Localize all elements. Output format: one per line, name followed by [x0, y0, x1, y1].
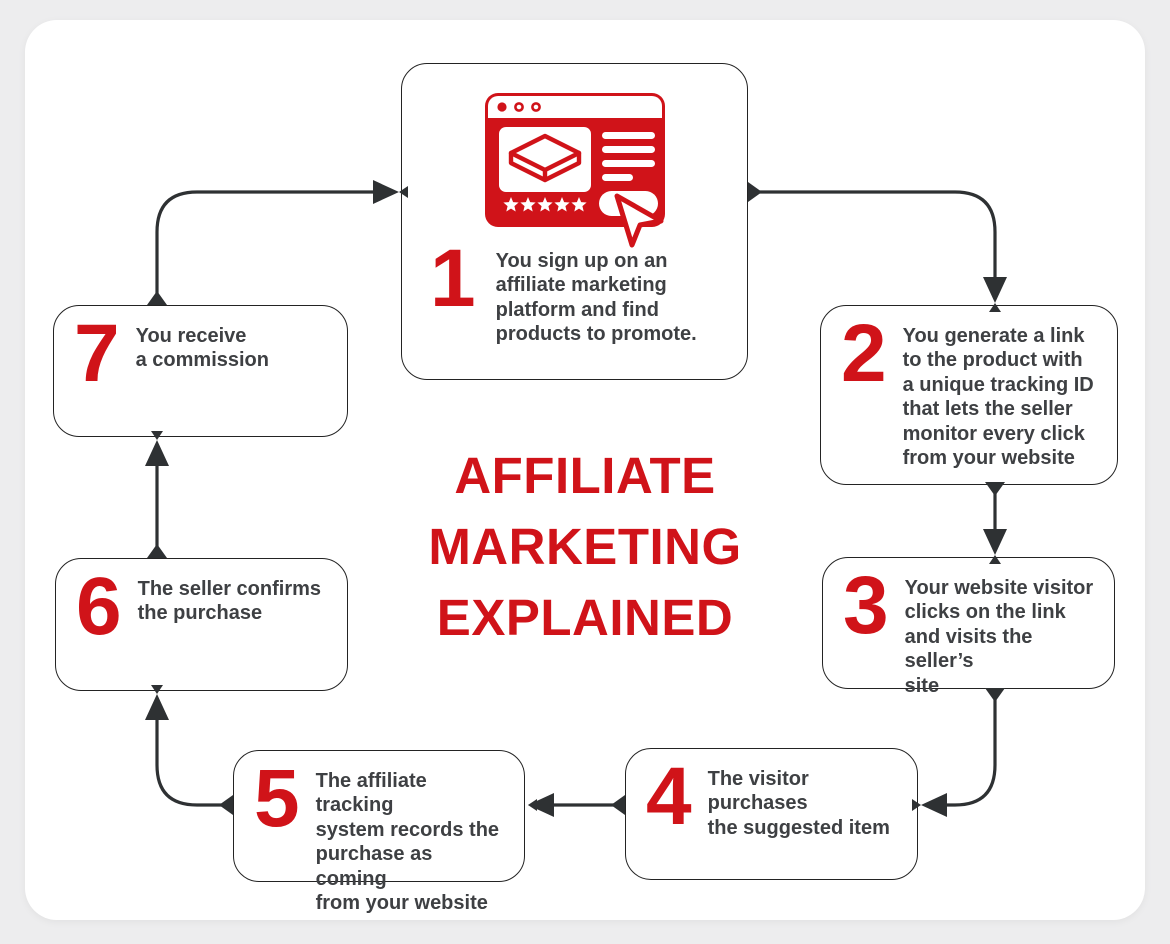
page-title-line-3: EXPLAINED: [436, 589, 734, 646]
step-2-number: 2: [841, 308, 887, 399]
step-4-text: The visitor purchases the suggested item: [707, 768, 890, 839]
step-7-text: You receive a commission: [135, 325, 269, 372]
step-3-number: 3: [843, 560, 889, 651]
step-box-2: 2 You generate a link to the product wit…: [820, 305, 1118, 485]
page-title-line-2: MARKETING: [428, 518, 742, 575]
step-box-6: 6 The seller confirms the purchase: [55, 558, 348, 691]
step-4-number: 4: [646, 751, 692, 842]
text-lines: [602, 132, 655, 181]
step-5-number: 5: [254, 753, 300, 844]
step-1-row: 1 You sign up on an affiliate marketing …: [430, 233, 697, 347]
step-box-3: 3 Your website visitor clicks on the lin…: [822, 557, 1115, 697]
browser-product-icon: [485, 93, 665, 248]
step-5-text: The affiliate tracking system records th…: [315, 770, 500, 914]
browser-top-bar: [488, 96, 662, 118]
step-6-number: 6: [76, 561, 122, 652]
step-6-text: The seller confirms the purchase: [137, 578, 322, 625]
step-7-number: 7: [74, 308, 120, 399]
product-image-panel: [499, 127, 591, 192]
step-box-4: 4 The visitor purchases the suggested it…: [625, 748, 918, 880]
cursor-icon: [614, 193, 664, 248]
window-dot-3: [531, 102, 541, 112]
step-2-text: You generate a link to the product with …: [902, 325, 1094, 469]
window-dot-1: [497, 102, 507, 112]
step-box-1: 1 You sign up on an affiliate marketing …: [401, 63, 748, 380]
page-title-line-1: AFFILIATE: [454, 447, 716, 504]
step-3-text: Your website visitor clicks on the link …: [904, 577, 1094, 697]
page-title: AFFILIATE MARKETING EXPLAINED: [355, 440, 815, 653]
product-box-icon: [508, 133, 582, 183]
step-box-7: 7 You receive a commission: [53, 305, 348, 437]
step-1-number: 1: [430, 233, 476, 324]
window-dot-2: [514, 102, 524, 112]
step-1-text: You sign up on an affiliate marketing pl…: [495, 250, 697, 346]
step-box-5: 5 The affiliate tracking system records …: [233, 750, 525, 914]
